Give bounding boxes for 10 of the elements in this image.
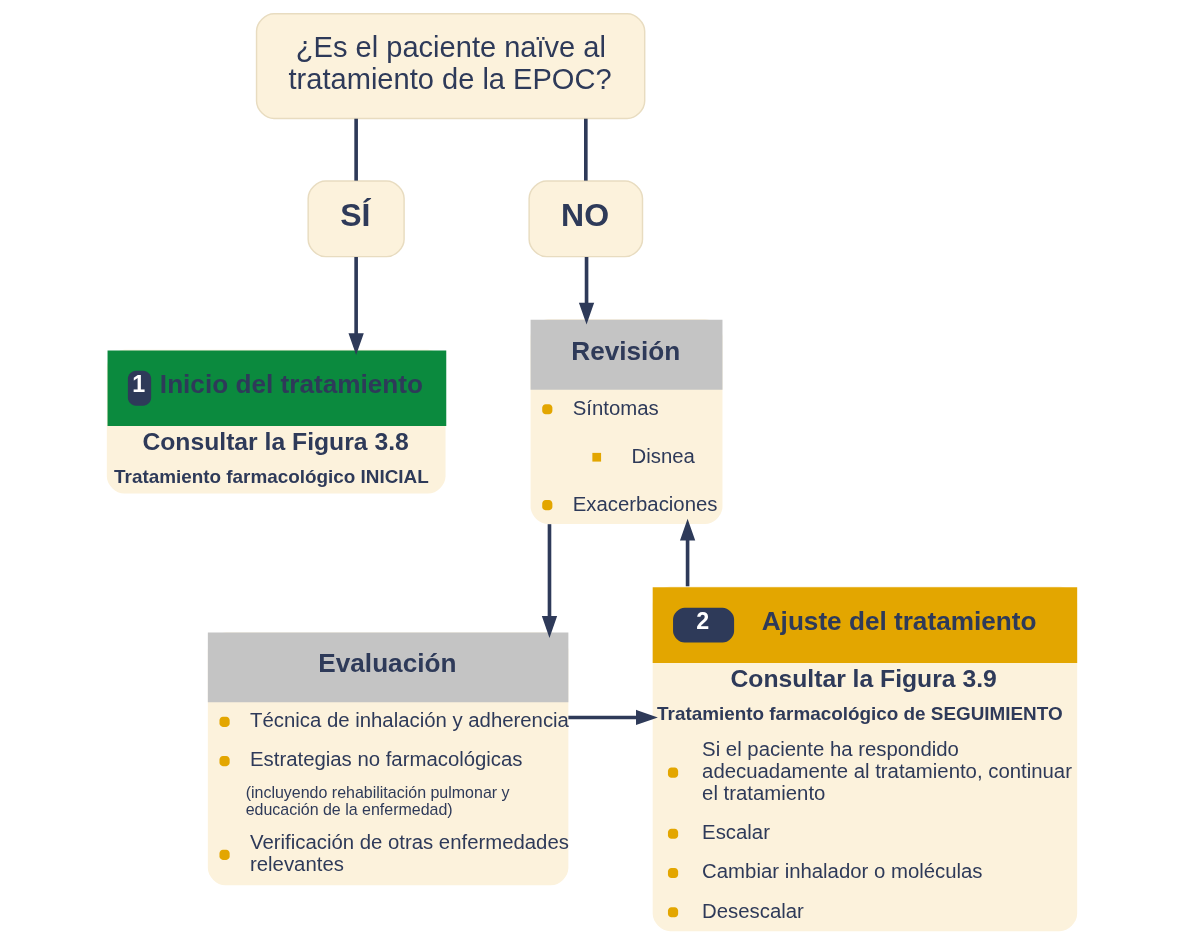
arrow xyxy=(578,256,595,325)
arrow xyxy=(541,524,558,638)
node-box: SÍ xyxy=(307,180,405,258)
node-box: NO xyxy=(528,180,644,258)
arrow xyxy=(348,256,364,356)
connector xyxy=(584,118,588,181)
node-box: ¿Es el paciente naïve al tratamiento de la EPOC? xyxy=(255,13,646,120)
arrow xyxy=(568,709,658,726)
arrow xyxy=(679,518,696,587)
connector xyxy=(354,118,358,181)
